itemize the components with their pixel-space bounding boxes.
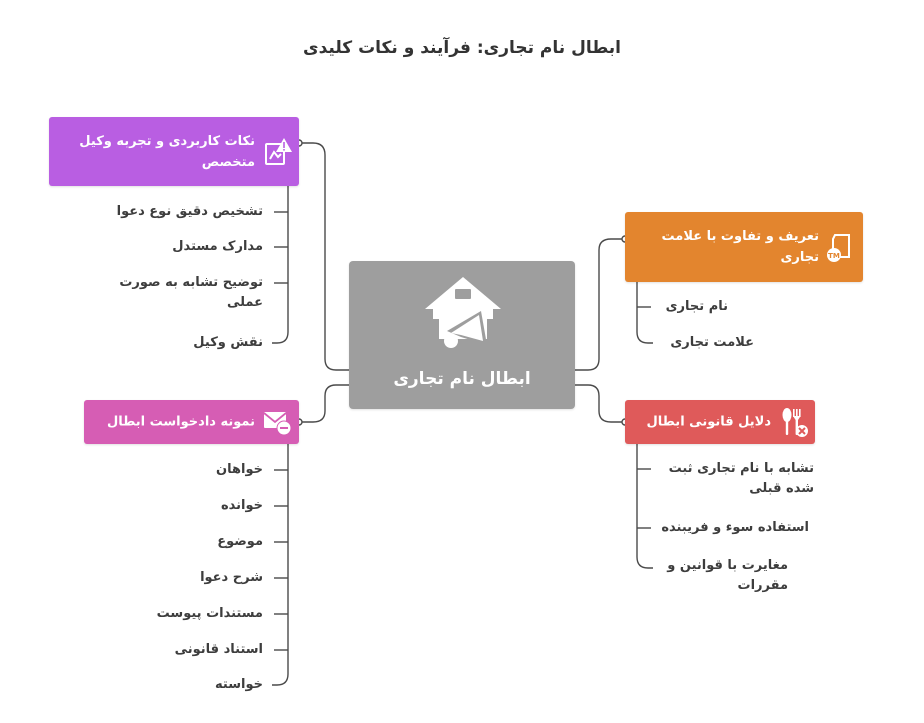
warning-document-icon <box>265 137 292 165</box>
branch-label: نکات کاربردی و تجربه وکیل متخصص <box>79 133 255 170</box>
leaf-item[interactable]: شرح دعوا <box>200 570 263 585</box>
house-megaphone-icon <box>425 277 501 348</box>
leaf-item[interactable]: استناد قانونی <box>174 642 263 657</box>
page-title: ابطال نام تجاری: فرآیند و نکات کلیدی <box>303 38 621 58</box>
envelope-minus-icon <box>263 412 292 436</box>
leaf-item[interactable]: علامت تجاری <box>670 335 754 350</box>
leaf-item[interactable]: نقش وکیل <box>193 335 263 350</box>
leaf-item[interactable]: مغایرت با قوانین و مقررات <box>667 558 788 593</box>
central-label: ابطال نام تجاری <box>393 369 531 389</box>
leaf-item[interactable]: خوانده <box>220 498 263 513</box>
leaf-item[interactable]: خواهان <box>216 462 263 477</box>
leaf-item[interactable]: توضیح تشابه به صورت عملی <box>119 275 263 310</box>
tm-document-icon: TM <box>827 234 850 262</box>
leaf-item[interactable]: خواسته <box>215 677 263 692</box>
leaf-item[interactable]: مستندات پیوست <box>156 606 263 621</box>
branch-definition[interactable]: TM تعریف و تفاوت با علامت تجاری <box>625 212 863 282</box>
leaf-item[interactable]: موضوع <box>217 534 263 549</box>
branch-practical-tips[interactable]: نکات کاربردی و تجربه وکیل متخصص <box>49 117 299 186</box>
branch-petition-sample[interactable]: نمونه دادخواست ابطال <box>84 400 299 444</box>
branch-legal-grounds[interactable]: دلایل قانونی ابطال <box>625 400 815 444</box>
utensils-cross-icon <box>782 408 808 437</box>
leaf-item[interactable]: نام تجاری <box>665 299 728 314</box>
leaf-item[interactable]: تشخیص دقیق نوع دعوا <box>116 204 263 219</box>
leaf-item[interactable]: استفاده سوء و فریبنده <box>661 520 809 535</box>
central-node[interactable]: ابطال نام تجاری <box>349 261 575 409</box>
leaf-item[interactable]: تشابه با نام تجاری ثبت شده قبلی <box>668 461 814 496</box>
branch-label: دلایل قانونی ابطال <box>646 414 771 430</box>
svg-text:TM: TM <box>828 252 840 260</box>
leaf-item[interactable]: مدارک مستدل <box>172 239 263 254</box>
branch-label: تعریف و تفاوت با علامت تجاری <box>661 229 819 265</box>
branch-label: نمونه دادخواست ابطال <box>106 414 255 430</box>
